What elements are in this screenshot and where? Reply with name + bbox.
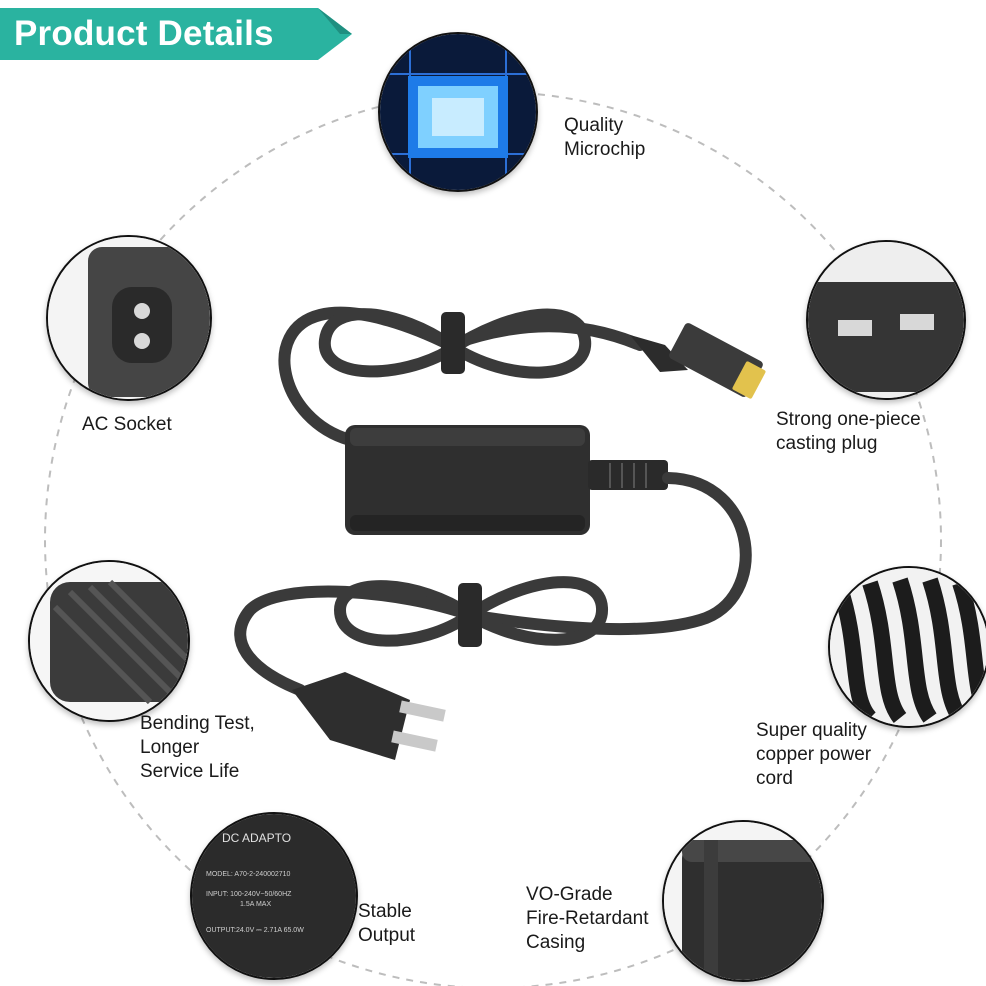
dc-plug [630,323,766,399]
plate-header: DC ADAPTO [222,831,291,845]
plug-label: Strong one-piece casting plug [776,409,921,454]
cable-tie-upper [441,312,465,374]
dashed-ring [44,91,942,986]
adapter-brick [345,425,590,535]
cord-label: Super quality copper power cord [756,720,872,789]
bending-label: Bending Test, Longer Service Life [140,713,255,782]
plug-callout [806,240,966,400]
microchip-callout [378,32,538,192]
casing-corner-icon [664,822,822,980]
bending-callout [28,560,190,722]
plate-input-current: 1.5A MAX [240,901,271,908]
section-banner: Product Details [0,8,352,60]
label-plate-callout: DC ADAPTO MODEL: A70-2-240002710 INPUT: … [190,812,358,980]
casing-callout [662,820,824,982]
output-label: Stable Output [358,901,416,946]
wall-plug [292,672,446,760]
microchip-icon [380,34,536,190]
plate-output: OUTPUT:24.0V ⎓ 2.71A 65.0W [206,927,304,934]
banner-title: Product Details [14,14,274,53]
plug-prongs-icon [808,242,964,398]
ac-socket-label: AC Socket [82,414,172,435]
ac-socket-callout [46,235,212,401]
dc-cable [278,306,646,446]
plate-input: INPUT: 100-240V~50/60HZ [206,891,292,898]
label-plate-icon: DC ADAPTO MODEL: A70-2-240002710 INPUT: … [192,814,356,978]
ac-socket-icon [48,237,210,399]
microchip-label: Quality Microchip [564,115,646,160]
cable-tie-lower [458,583,482,647]
bending-test-icon [30,562,188,720]
cord-callout [828,566,986,728]
plate-model: MODEL: A70-2-240002710 [206,871,291,878]
casing-label: VO-Grade Fire-Retardant Casing [526,884,649,953]
ac-connector [588,460,668,490]
ac-cable [234,472,752,696]
coiled-cord-icon [830,568,986,726]
